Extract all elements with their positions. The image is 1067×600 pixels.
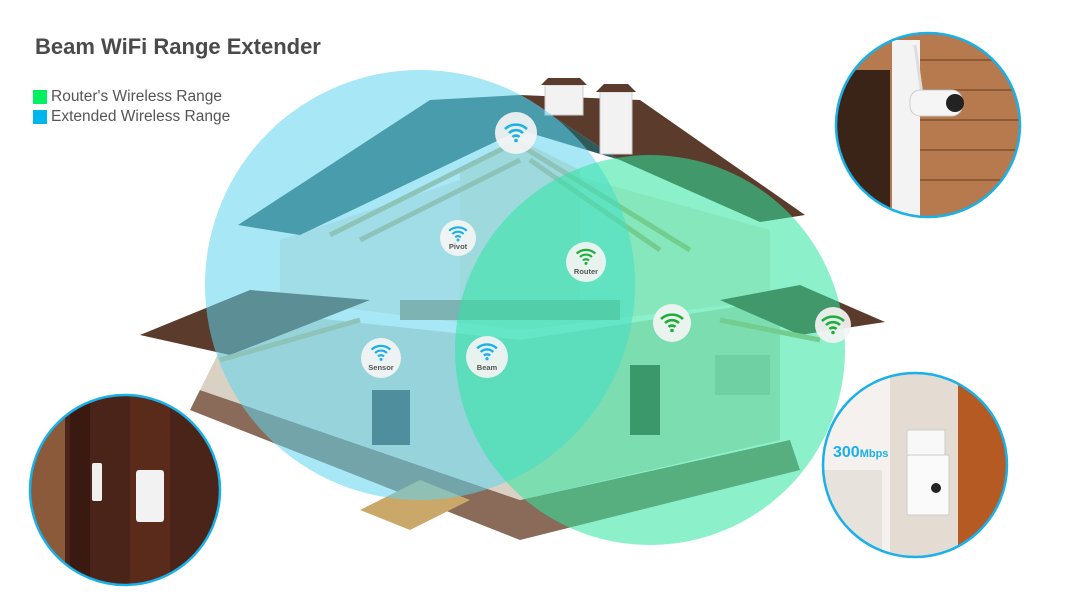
legend-label: Extended Wireless Range bbox=[51, 108, 231, 125]
speed-label: 300Mbps bbox=[833, 444, 888, 462]
inset-extender bbox=[821, 371, 1009, 559]
badge-label-pivot: Pivot bbox=[449, 242, 468, 251]
router-range-area bbox=[455, 155, 845, 545]
legend-swatch-green bbox=[33, 90, 47, 104]
badge-label-router: Router bbox=[574, 267, 598, 276]
wifi-badge-beam: Beam bbox=[466, 336, 508, 378]
speed-unit: Mbps bbox=[859, 448, 889, 460]
page-title: Beam WiFi Range Extender bbox=[35, 34, 321, 59]
range-extender-device bbox=[906, 454, 950, 516]
legend-item-extended-range: Extended Wireless Range bbox=[33, 108, 230, 126]
legend-swatch-blue bbox=[33, 110, 47, 124]
wifi-badge-camera-2 bbox=[815, 307, 851, 343]
badge-label-sensor: Sensor bbox=[368, 363, 394, 372]
wifi-badge-pivot: Pivot bbox=[440, 220, 476, 256]
wifi-badge-router: Router bbox=[566, 242, 606, 282]
door-sensor-device bbox=[92, 463, 102, 501]
inset-camera bbox=[834, 31, 1022, 219]
legend-item-router-range: Router's Wireless Range bbox=[33, 88, 222, 106]
wifi-badge-sensor: Sensor bbox=[361, 338, 401, 378]
inset-door-sensor bbox=[28, 393, 222, 587]
speed-value: 300 bbox=[833, 444, 860, 461]
badge-label-beam: Beam bbox=[477, 363, 498, 372]
legend-label: Router's Wireless Range bbox=[51, 88, 222, 105]
wifi-badge-camera-1 bbox=[653, 304, 691, 342]
wifi-badge-attic bbox=[495, 112, 537, 154]
